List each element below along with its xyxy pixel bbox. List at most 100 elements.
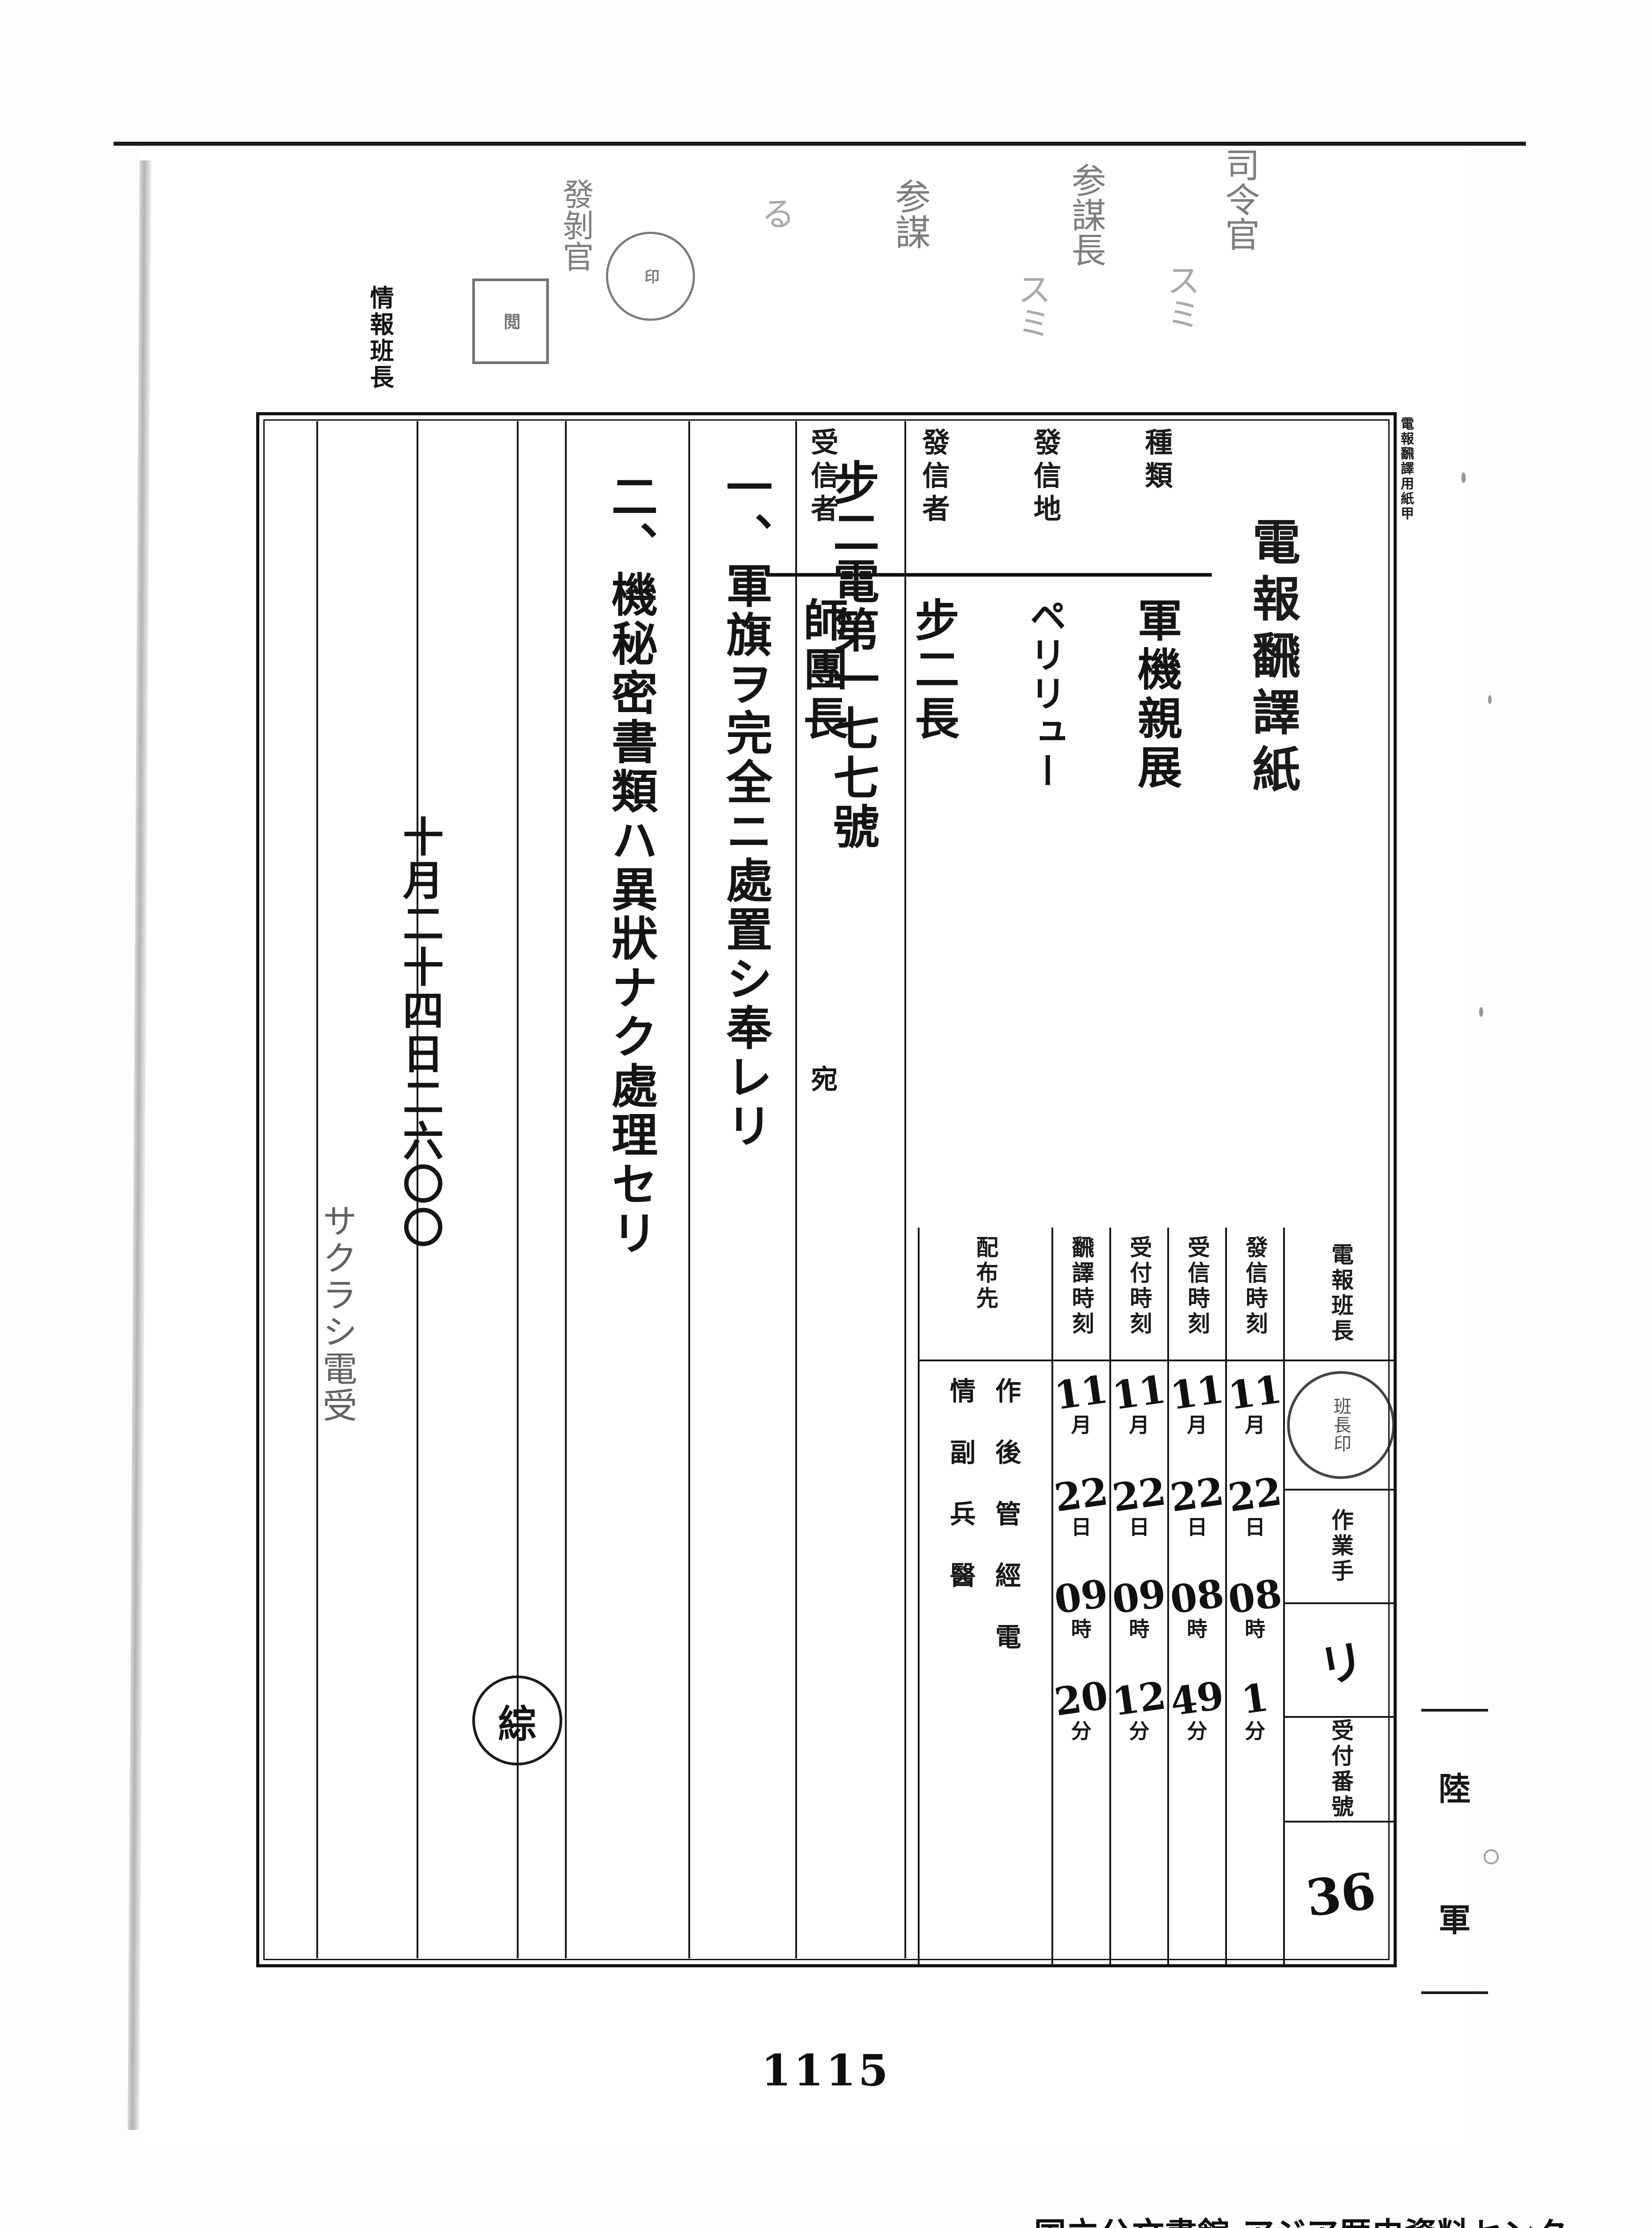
time-unit-month: 11 月 <box>1110 1367 1169 1438</box>
meta-col-receipt-time: 受付時刻 11 月 22 日 09 時 12 分 <box>1109 1228 1169 1967</box>
distribution-stamp: 電 <box>995 1622 1022 1652</box>
time-day-unit: 日 <box>1187 1515 1207 1539</box>
distribution-column-b: 情 副 兵 醫 <box>950 1370 976 1654</box>
field-type-label-cell: 種類 <box>1100 428 1212 577</box>
jacar-footer-jp: 国立公文書館 アジア歴史資料センター <box>1034 2216 1601 2228</box>
telegraph-chief-seal: 班長印 <box>1287 1371 1395 1479</box>
meta-dispatch-time-label-cell: 發信時刻 <box>1227 1228 1283 1361</box>
operator-label-cell: 作業手 <box>1285 1491 1397 1604</box>
distribution-stamp: 醫 <box>949 1560 976 1591</box>
receipt-number-value-cell: 36 <box>1285 1823 1397 1967</box>
round-seal-1: 印 <box>606 232 695 321</box>
operator-label: 作業手 <box>1328 1508 1354 1585</box>
time-hour-unit: 時 <box>1129 1617 1149 1641</box>
time-unit-hour: 08 時 <box>1226 1571 1285 1642</box>
time-month-unit: 月 <box>1245 1413 1265 1437</box>
time-minute-number: 12 <box>1109 1673 1169 1725</box>
time-unit-minute: 12 分 <box>1109 1673 1169 1745</box>
field-sender-label: 發信者 <box>917 428 950 528</box>
meta-receipt-time-values: 11 月 22 日 09 時 12 分 <box>1109 1367 1169 1745</box>
operator-mark-cell: リ <box>1285 1604 1397 1718</box>
annotation-sanbocho: 参謀長 <box>1065 163 1106 267</box>
distribution-stamp: 作 <box>995 1376 1022 1406</box>
field-origin-label: 發信地 <box>1029 428 1061 528</box>
army-margin-char-1: 陸 <box>1438 1770 1471 1808</box>
meta-translation-time-label-cell: 飜譯時刻 <box>1053 1228 1109 1361</box>
pencil-annotation: サクラシ電受 <box>317 1203 357 1425</box>
date-line-text: 十月二十四日二六〇〇 <box>396 815 444 1250</box>
field-type: 種類 軍機親展 <box>1100 428 1212 793</box>
time-minute-number: 20 <box>1051 1673 1111 1725</box>
receipt-number-value: 36 <box>1303 1861 1379 1929</box>
field-sender-label-cell: 發信者 <box>878 428 989 577</box>
time-unit-hour: 09 時 <box>1109 1571 1169 1642</box>
body-line-1-text: 一、軍旗ヲ完全ニ處置シ奉レリ <box>718 463 773 1151</box>
meta-dispatch-time-label: 發信時刻 <box>1242 1236 1268 1337</box>
body-line-1: 一、軍旗ヲ完全ニ處置シ奉レリ <box>695 463 795 1151</box>
field-sender-value: 步二長 <box>907 597 960 744</box>
time-unit-month: 11 月 <box>1225 1367 1285 1438</box>
form-title-text: 電報飜譯紙 <box>1244 517 1300 801</box>
time-minute-unit: 分 <box>1187 1719 1207 1743</box>
meta-receipt-time-label-cell: 受付時刻 <box>1111 1228 1167 1361</box>
annotation-ru: る <box>755 196 795 230</box>
body-rule <box>904 421 906 1958</box>
time-unit-minute: 49 分 <box>1167 1673 1227 1745</box>
time-unit-day: 22 日 <box>1226 1469 1285 1540</box>
body-line-2-text: 二、機秘密書類ハ異狀ナク處理セリ <box>603 472 658 1258</box>
time-minute-unit: 分 <box>1071 1719 1092 1743</box>
field-origin-label-cell: 發信地 <box>989 428 1100 577</box>
telegraph-chief-label: 電報班長 <box>1328 1243 1354 1344</box>
distribution-stamp: 後 <box>995 1438 1022 1468</box>
form-side-note: 電報飜譯用紙甲 <box>1398 417 1414 523</box>
distribution-stamp: 副 <box>949 1438 976 1468</box>
scan-speck <box>1479 1007 1483 1017</box>
telegram-form-frame <box>256 412 1397 1967</box>
round-seal-1-text: 印 <box>642 269 659 284</box>
time-minute-number: 49 <box>1167 1673 1227 1725</box>
field-type-value: 軍機親展 <box>1130 597 1182 793</box>
meta-table: 配布先 作 後 管 經 電 情 副 兵 醫 <box>918 1228 1397 1967</box>
field-type-value-cell: 軍機親展 <box>1100 577 1212 793</box>
army-margin-char-2: 軍 <box>1438 1901 1471 1939</box>
field-sender: 發信者 步二長 <box>878 428 989 744</box>
meta-col-telegraph-section: 電報班長 班長印 作業手 リ 受付番號 36 <box>1283 1228 1397 1967</box>
time-day-number: 22 <box>1167 1469 1227 1521</box>
time-minute-unit: 分 <box>1245 1719 1265 1743</box>
distribution-stamp: 管 <box>995 1499 1022 1529</box>
field-origin: 發信地 ペリリュー <box>989 428 1100 791</box>
time-hour-unit: 時 <box>1071 1617 1092 1641</box>
meta-col-dispatch-time: 發信時刻 11 月 22 日 08 時 1 分 <box>1225 1228 1285 1967</box>
time-month-unit: 月 <box>1187 1413 1207 1437</box>
body-line-2: 二、機秘密書類ハ異狀ナク處理セリ <box>575 472 686 1258</box>
time-hour-number: 08 <box>1167 1571 1227 1623</box>
time-minute-number: 1 <box>1239 1675 1272 1723</box>
time-hour-number: 09 <box>1109 1571 1169 1623</box>
time-unit-month: 11 月 <box>1052 1367 1111 1438</box>
circled-mark: 綜 <box>472 1675 562 1765</box>
field-recipient-suffix: 宛 <box>806 1065 838 1094</box>
annotation-sumi-1: スミ <box>1011 272 1051 340</box>
telegram-form-inner-border <box>263 419 1390 1960</box>
scan-speck <box>1488 695 1492 704</box>
meta-col-translation-time: 飜譯時刻 11 月 22 日 09 時 20 分 <box>1051 1228 1111 1967</box>
time-month-unit: 月 <box>1071 1413 1092 1437</box>
telegram-number-text: 步二電第一七七號 <box>825 459 880 852</box>
telegraph-section-stack: 電報班長 班長印 作業手 リ 受付番號 36 <box>1285 1228 1397 1967</box>
section-chief-stamp: 情報班長 <box>366 285 394 393</box>
time-unit-day: 22 日 <box>1051 1469 1111 1540</box>
time-unit-hour: 08 時 <box>1167 1571 1227 1642</box>
time-day-number: 22 <box>1109 1469 1169 1521</box>
distribution-column-a: 作 後 管 經 電 <box>995 1370 1021 1654</box>
distribution-stamp: 情 <box>949 1376 976 1406</box>
form-side-note-text: 電報飜譯用紙甲 <box>1398 417 1414 522</box>
army-margin-box: 陸 軍 <box>1421 1709 1488 1994</box>
time-day-number: 22 <box>1051 1469 1111 1521</box>
body-rule <box>316 421 318 1958</box>
scan-speck <box>1484 1849 1499 1864</box>
field-recipient-label-cell: 受信者 <box>766 428 878 577</box>
time-month-number: 11 <box>1225 1367 1285 1419</box>
meta-reception-time-label: 受信時刻 <box>1184 1236 1210 1337</box>
field-origin-value: ペリリュー <box>1023 597 1066 791</box>
